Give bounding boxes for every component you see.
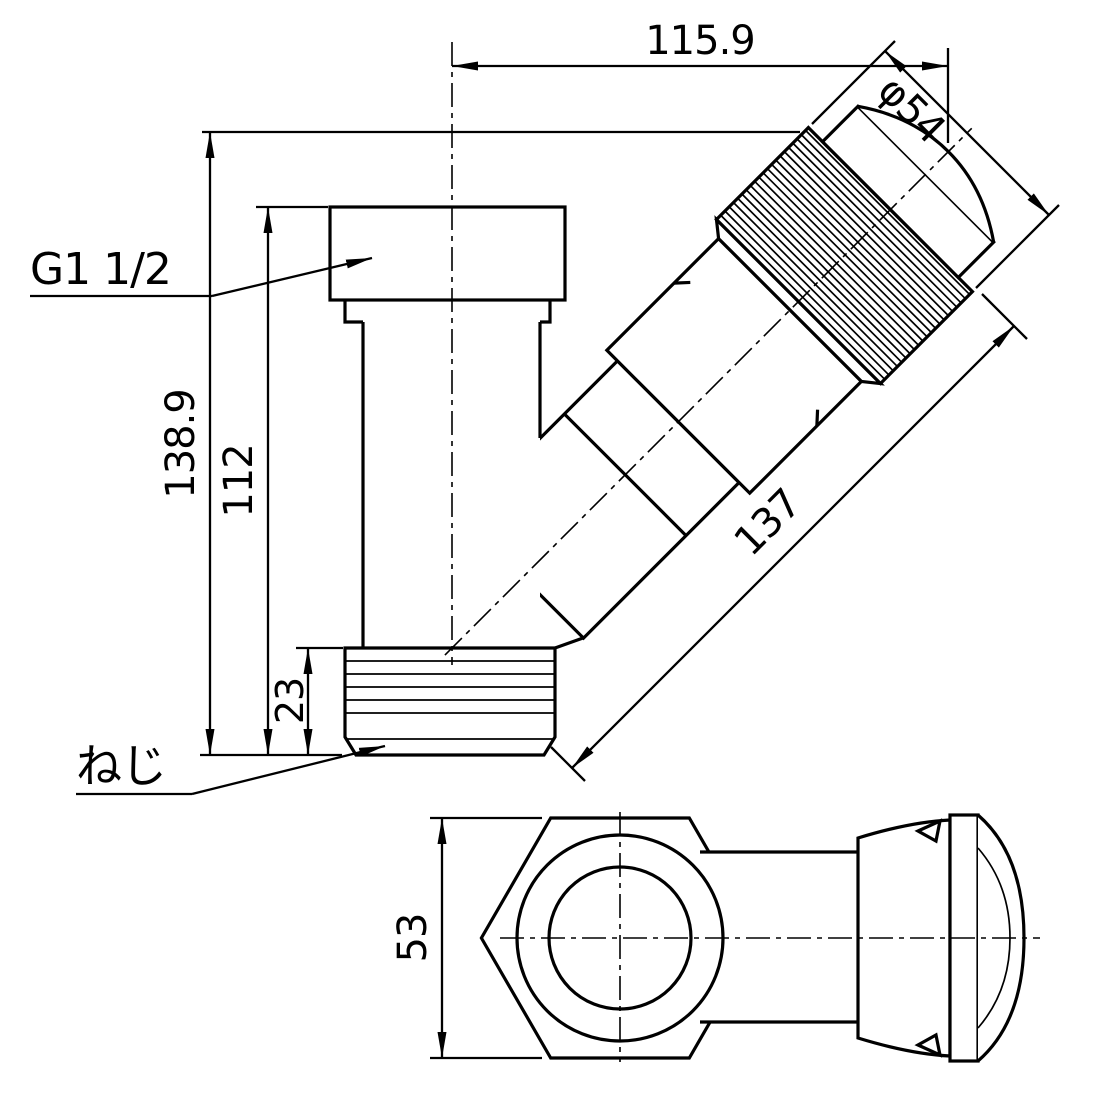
extension-line: [811, 40, 896, 125]
extension-line: [975, 204, 1060, 289]
barrel-tab: [914, 818, 943, 844]
top-nut-step: [343, 300, 552, 324]
leader-line: [191, 744, 386, 796]
dim-thread-len: 23: [268, 646, 343, 755]
junction-notch-line: [554, 636, 584, 650]
dim-height-overall: 138.9: [158, 130, 800, 757]
top-nut-cap: [328, 205, 567, 302]
leader-thread-note: ねじ: [76, 739, 386, 796]
leader-thread-spec: G1 1/2: [30, 244, 373, 298]
center-lines: [444, 42, 1040, 1062]
thread-spec-label: G1 1/2: [30, 244, 171, 295]
thread-note-label: ねじ: [76, 739, 166, 793]
extension-line: [981, 293, 1028, 340]
barrel-tab: [914, 1032, 943, 1058]
dim-width-top-value: 115.9: [645, 18, 755, 64]
dim-side-width: 53: [390, 816, 542, 1060]
dim-width-top: 115.9: [452, 18, 950, 143]
dim-height-overall-value: 138.9: [158, 389, 204, 499]
thread-lines: [345, 660, 555, 740]
dim-thread-len-value: 23: [268, 678, 312, 724]
branch-axis-centerline: [444, 127, 973, 656]
extension-line: [550, 746, 586, 782]
connector-body-fill: [700, 852, 858, 1022]
dim-side-width-value: 53: [390, 914, 436, 963]
dim-branch-len-value: 137: [726, 481, 810, 565]
leader-line: [211, 256, 373, 298]
dim-height-body: 112: [216, 205, 328, 755]
dim-height-body-value: 112: [216, 444, 262, 517]
dimension-line: [571, 325, 1015, 769]
